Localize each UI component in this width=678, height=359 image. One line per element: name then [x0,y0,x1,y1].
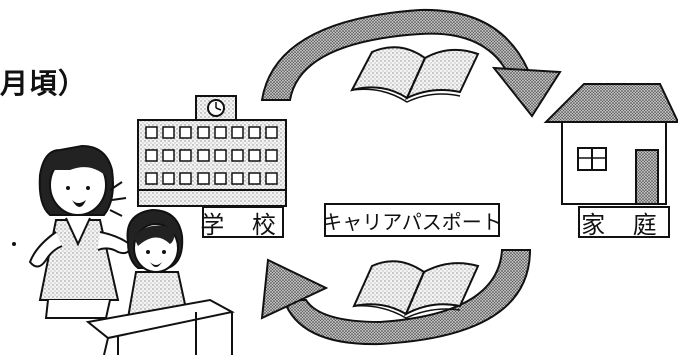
open-book-icon-bottom [352,260,480,319]
cycle-arrow-bottom [260,249,532,346]
open-book-icon-top [350,46,480,103]
standing-girl-illustration [28,144,134,319]
cropped-header-text: 月頃） [0,67,88,100]
school-building-icon [137,95,287,207]
seated-girl-illustration [85,208,235,356]
career-passport-label: キャリアパスポート [322,203,502,237]
school-label: 学 校 [200,206,284,239]
cycle-arrow-top [260,8,562,118]
house-icon [543,83,678,205]
dot-mark [12,242,16,246]
home-label: 家 庭 [578,206,670,239]
